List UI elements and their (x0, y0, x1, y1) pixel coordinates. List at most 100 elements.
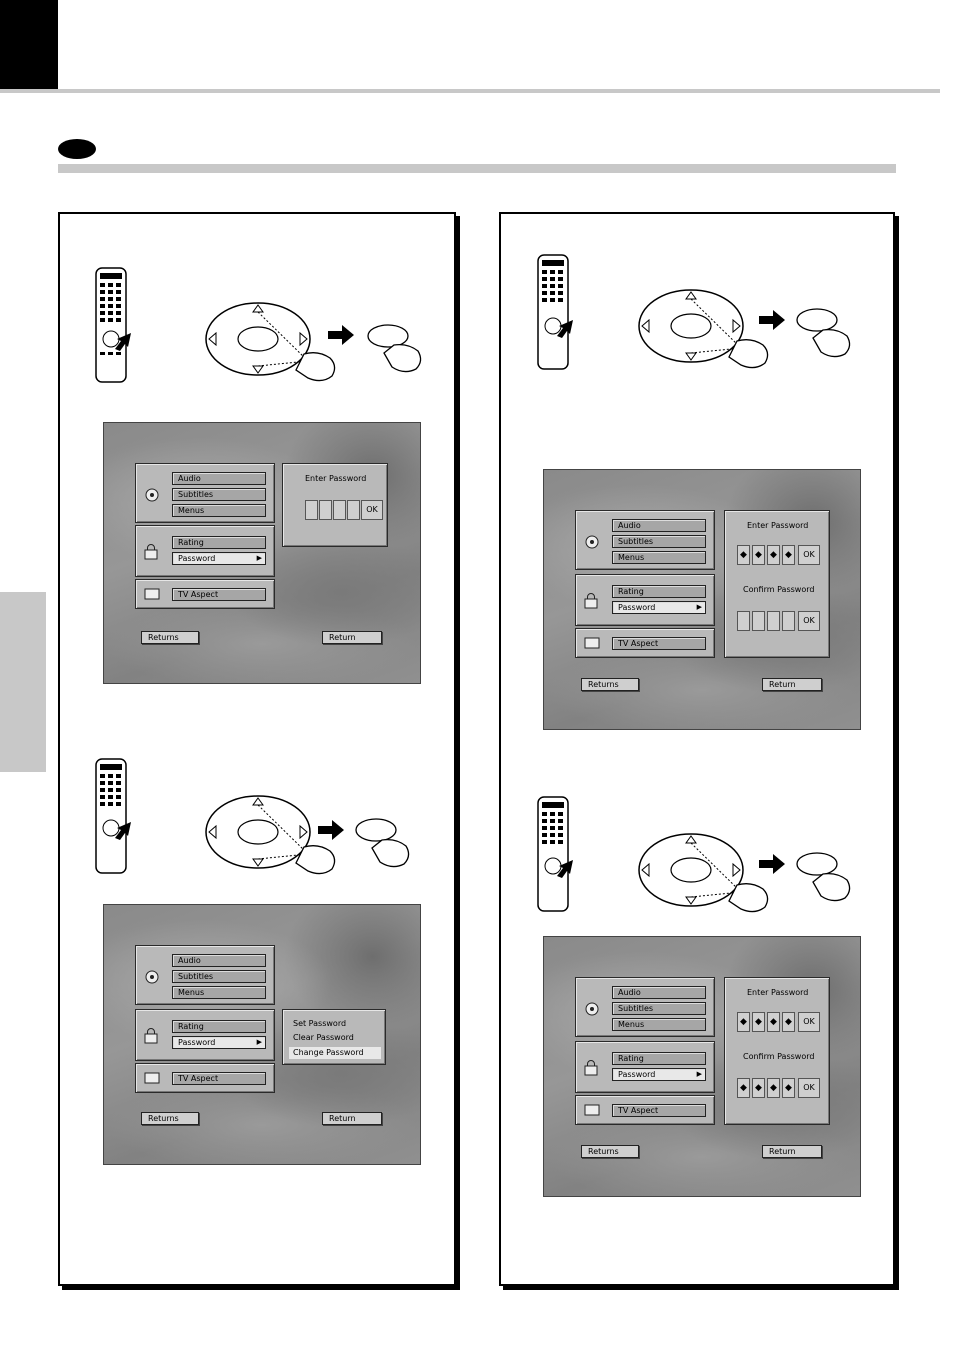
submenu-change-password[interactable]: Change Password (289, 1047, 381, 1059)
header-corner-block (0, 0, 58, 90)
osd-return-button[interactable]: Return (322, 631, 382, 644)
password-ok-button[interactable]: OK (361, 500, 383, 520)
password-digit-filled[interactable]: ◆ (752, 545, 765, 565)
osd-password-dialog: Enter Password ◆ ◆ ◆ ◆ OK Confirm Passwo… (724, 510, 830, 658)
osd-aspect-group: TV Aspect (575, 628, 715, 658)
confirm-digit-filled[interactable]: ◆ (752, 1078, 765, 1098)
submenu-clear-password[interactable]: Clear Password (293, 1033, 354, 1042)
osd-password-bar[interactable]: Password ▶ (612, 601, 706, 614)
password-digit-filled[interactable]: ◆ (767, 1012, 780, 1032)
submenu-set-password[interactable]: Set Password (293, 1019, 347, 1028)
osd-tv-aspect-bar[interactable]: TV Aspect (172, 588, 266, 601)
osd-password-bar[interactable]: Password▶ (612, 1068, 706, 1081)
osd-screen-enter-password: Audio Subtitles Menus Rating Password▶ T… (103, 422, 421, 684)
osd-subtitles-bar[interactable]: Subtitles (612, 535, 706, 548)
osd-password-label: Password (178, 1038, 216, 1047)
cursor-pad-icon (205, 795, 410, 875)
password-digit[interactable] (333, 500, 346, 520)
confirm-digit[interactable] (752, 611, 765, 631)
osd-tv-aspect-bar[interactable]: TV Aspect (612, 1104, 706, 1117)
osd-rating-group: Rating Password▶ (135, 1009, 275, 1061)
osd-password-dialog: Enter Password OK (282, 463, 388, 547)
osd-password-label: Password (618, 1070, 656, 1079)
confirm-password-label: Confirm Password (743, 1052, 815, 1061)
osd-rating-bar[interactable]: Rating (612, 585, 706, 598)
enter-password-label: Enter Password (747, 988, 809, 997)
osd-rating-group: Rating Password▶ (135, 525, 275, 577)
audio-icon (585, 535, 599, 549)
confirm-digit[interactable] (767, 611, 780, 631)
osd-tv-aspect-bar[interactable]: TV Aspect (172, 1072, 266, 1085)
osd-menus-bar[interactable]: Menus (612, 551, 706, 564)
password-ok-button[interactable]: OK (798, 1012, 820, 1032)
confirm-digit-filled[interactable]: ◆ (767, 1078, 780, 1098)
submenu-arrow-icon: ▶ (696, 603, 702, 611)
osd-returns-button[interactable]: Returns (581, 678, 639, 691)
password-digit-filled[interactable]: ◆ (752, 1012, 765, 1032)
header-rule (0, 89, 940, 93)
osd-rating-group: Rating Password▶ (575, 1041, 715, 1093)
cursor-pad-icon (205, 302, 422, 382)
osd-return-button[interactable]: Return (322, 1112, 382, 1125)
osd-menus-bar[interactable]: Menus (172, 986, 266, 999)
confirm-ok-button[interactable]: OK (798, 1078, 820, 1098)
audio-icon (145, 488, 159, 502)
osd-tv-aspect-bar[interactable]: TV Aspect (612, 637, 706, 650)
confirm-digit-filled[interactable]: ◆ (782, 1078, 795, 1098)
osd-rating-bar[interactable]: Rating (172, 536, 266, 549)
confirm-digit[interactable] (782, 611, 795, 631)
cursor-pad-icon (638, 833, 851, 913)
confirm-digit[interactable] (737, 611, 750, 631)
password-digit[interactable] (305, 500, 318, 520)
confirm-digit-filled[interactable]: ◆ (737, 1078, 750, 1098)
osd-returns-button[interactable]: Returns (581, 1145, 639, 1158)
tv-icon (584, 637, 600, 649)
osd-menus-bar[interactable]: Menus (172, 504, 266, 517)
steps-panel-left: Audio Subtitles Menus Rating Password▶ T… (58, 212, 456, 1286)
osd-subtitles-bar[interactable]: Subtitles (172, 488, 266, 501)
osd-subtitles-bar[interactable]: Subtitles (612, 1002, 706, 1015)
osd-audio-group: Audio Subtitles Menus (135, 463, 275, 523)
password-digit-filled[interactable]: ◆ (767, 545, 780, 565)
cursor-pad-icon (638, 289, 851, 369)
osd-password-bar[interactable]: Password▶ (172, 1036, 266, 1049)
password-digit-filled[interactable]: ◆ (782, 545, 795, 565)
osd-audio-bar[interactable]: Audio (612, 986, 706, 999)
tv-icon (144, 588, 160, 600)
osd-password-label: Password (618, 603, 656, 612)
osd-return-button[interactable]: Return (762, 678, 822, 691)
osd-returns-button[interactable]: Returns (141, 631, 199, 644)
lock-icon (584, 593, 598, 609)
confirm-ok-button[interactable]: OK (798, 611, 820, 631)
tv-icon (144, 1072, 160, 1084)
audio-icon (145, 970, 159, 984)
remote-control-icon (95, 267, 131, 383)
osd-audio-bar[interactable]: Audio (612, 519, 706, 532)
tv-icon (584, 1104, 600, 1116)
password-digit-filled[interactable]: ◆ (737, 545, 750, 565)
steps-panel-right: Audio Subtitles Menus Rating Password ▶ T… (499, 212, 895, 1286)
lock-icon (144, 544, 158, 560)
password-digit[interactable] (347, 500, 360, 520)
password-digit[interactable] (319, 500, 332, 520)
osd-password-bar[interactable]: Password▶ (172, 552, 266, 565)
osd-rating-bar[interactable]: Rating (172, 1020, 266, 1033)
osd-aspect-group: TV Aspect (135, 1063, 275, 1093)
osd-rating-group: Rating Password ▶ (575, 574, 715, 626)
osd-audio-bar[interactable]: Audio (172, 954, 266, 967)
osd-audio-bar[interactable]: Audio (172, 472, 266, 485)
password-ok-button[interactable]: OK (798, 545, 820, 565)
osd-audio-group: Audio Subtitles Menus (575, 977, 715, 1037)
password-digit-filled[interactable]: ◆ (737, 1012, 750, 1032)
osd-audio-group: Audio Subtitles Menus (575, 510, 715, 570)
osd-subtitles-bar[interactable]: Subtitles (172, 970, 266, 983)
osd-aspect-group: TV Aspect (135, 579, 275, 609)
side-index-tab (0, 592, 46, 772)
osd-rating-bar[interactable]: Rating (612, 1052, 706, 1065)
remote-control-icon (95, 758, 131, 874)
osd-return-button[interactable]: Return (762, 1145, 822, 1158)
password-digit-filled[interactable]: ◆ (782, 1012, 795, 1032)
enter-password-label: Enter Password (305, 474, 367, 483)
osd-returns-button[interactable]: Returns (141, 1112, 199, 1125)
osd-menus-bar[interactable]: Menus (612, 1018, 706, 1031)
